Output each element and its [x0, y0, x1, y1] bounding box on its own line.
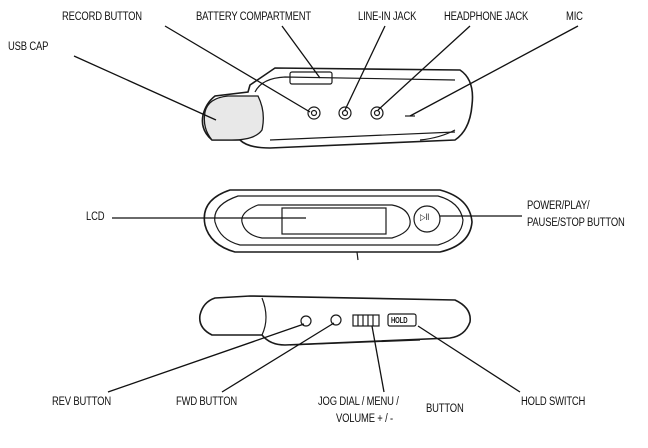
label-record-button: RECORD BUTTON	[62, 11, 142, 23]
leader-fwd	[221, 322, 335, 393]
power-symbol-marking: ▷II	[420, 212, 430, 222]
label-battery-compartment: BATTERY COMPARTMENT	[196, 11, 311, 23]
front-view-device	[203, 189, 473, 261]
line-in-jack-shape	[338, 106, 352, 120]
usb-cap-shape	[203, 95, 264, 141]
leader-record	[164, 25, 311, 113]
headphone-jack-shape	[370, 106, 384, 120]
top-view-device	[201, 67, 474, 149]
battery-compartment-shape	[289, 71, 333, 85]
power-button-shape	[413, 205, 441, 233]
label-headphone-jack: HEADPHONE JACK	[444, 11, 529, 23]
leader-hold	[417, 325, 521, 393]
leader-usb	[73, 55, 217, 121]
label-jog-line1: JOG DIAL / MENU /	[318, 396, 399, 408]
label-mic: MIC	[566, 11, 583, 23]
label-usb-cap: USB CAP	[8, 41, 49, 53]
record-button-shape	[307, 106, 321, 120]
label-fwd-button: FWD BUTTON	[176, 396, 238, 408]
label-button: BUTTON	[426, 403, 464, 415]
leader-mic	[409, 25, 579, 117]
label-rev-button: REV BUTTON	[52, 396, 111, 408]
lcd-bezel	[241, 204, 411, 239]
jog-dial-shape	[352, 314, 380, 327]
lcd-screen	[281, 207, 387, 235]
fwd-button-shape	[330, 314, 342, 326]
label-power-line1: POWER/PLAY/	[527, 200, 590, 212]
hold-marking: HOLD	[391, 316, 408, 325]
rev-button-shape	[300, 315, 312, 327]
leader-rev	[107, 323, 305, 393]
leader-line-in	[344, 25, 386, 111]
label-power-line2: PAUSE/STOP BUTTON	[527, 217, 625, 229]
label-lcd: LCD	[86, 211, 105, 223]
leader-lines	[73, 25, 579, 393]
leader-battery	[281, 25, 321, 79]
label-hold-switch: HOLD SWITCH	[521, 396, 586, 408]
leader-jog	[371, 325, 385, 393]
hold-switch-shape	[387, 313, 417, 327]
leader-headphone	[377, 25, 471, 111]
label-line-in-jack: LINE-IN JACK	[358, 11, 417, 23]
label-jog-line2: VOLUME + / -	[336, 413, 393, 425]
bottom-view-device	[198, 295, 472, 346]
